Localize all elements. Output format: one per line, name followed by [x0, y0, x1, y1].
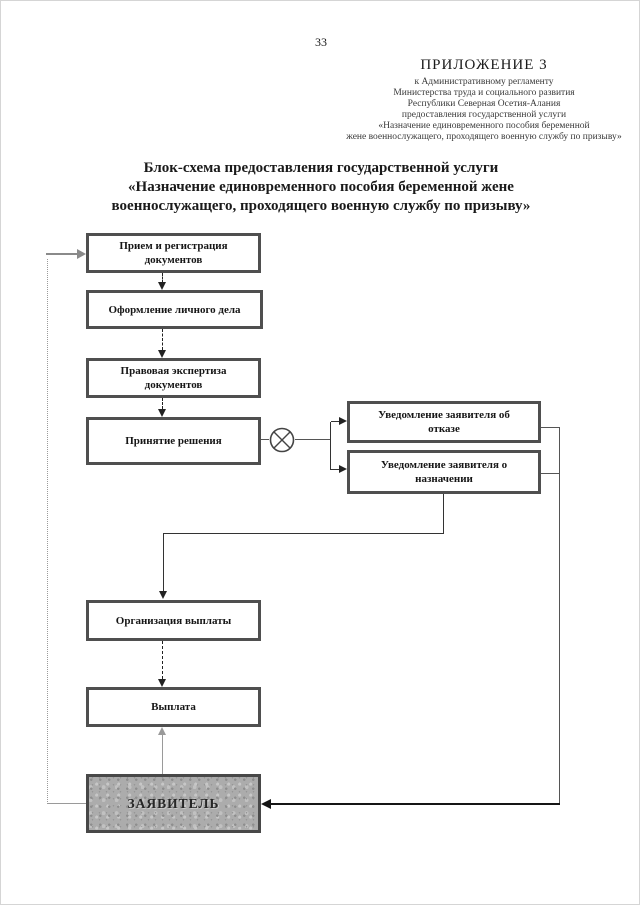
document-title-line: «Назначение единовременного пособия бере…	[128, 179, 514, 195]
node-reception: Прием и регистрация документов	[86, 233, 261, 273]
appendix-block: ПРИЛОЖЕНИЕ 3 к Административному регламе…	[331, 56, 637, 143]
arrowhead-flow-4-icon	[158, 679, 166, 687]
connector-flow-4-line	[162, 641, 163, 679]
document-title-line: Блок-схема предоставления государственно…	[143, 160, 499, 176]
appendix-line: жене военнослужащего, проходящего военну…	[346, 132, 622, 142]
connector-right-return-vertical	[559, 427, 560, 804]
arrowhead-branch-award-icon	[339, 465, 347, 473]
appendix-line: к Административному регламенту	[414, 77, 554, 87]
connector-branch-award-line	[331, 469, 340, 470]
connector-branch-vertical	[330, 422, 331, 470]
connector-award-elbow-down	[443, 494, 444, 533]
node-award-notice: Уведомление заявителя о назначении	[347, 450, 541, 494]
appendix-line: Республики Северная Осетия-Алания	[407, 99, 561, 109]
connector-refusal-to-return	[541, 427, 560, 428]
node-refusal-notice: Уведомление заявителя об отказе	[347, 401, 541, 443]
connector-award-elbow-final	[163, 533, 164, 591]
connector-award-to-return	[541, 473, 560, 474]
appendix-line: Министерства труда и социального развити…	[393, 88, 575, 98]
page-number: 33	[315, 35, 327, 49]
connector-applicant-to-payment-line	[162, 734, 163, 774]
node-payment: Выплата	[86, 687, 261, 727]
appendix-line: «Назначение единовременного пособия бере…	[378, 121, 590, 131]
connector-branch-refusal-line	[331, 421, 340, 422]
node-decision: Принятие решения	[86, 417, 261, 465]
connector-flow-1-line	[162, 273, 163, 283]
arrowhead-flow-2-icon	[158, 350, 166, 358]
arrowhead-applicant-entry-icon	[77, 249, 86, 259]
connector-flow-2-line	[162, 329, 163, 350]
node-applicant: ЗАЯВИТЕЛЬ	[86, 774, 261, 833]
connector-return-to-applicant-line	[270, 803, 560, 805]
appendix-line: предоставления государственной услуги	[401, 110, 567, 120]
connector-feedback-bottom-link	[47, 803, 86, 804]
decision-circle-x-icon	[269, 427, 295, 453]
node-payment-organization: Организация выплаты	[86, 600, 261, 641]
document-title: Блок-схема предоставления государственно…	[1, 159, 639, 216]
arrowhead-flow-1-icon	[158, 282, 166, 290]
arrowhead-return-to-applicant-icon	[261, 799, 271, 809]
connector-decision-right	[295, 439, 330, 440]
connector-flow-3-line	[162, 398, 163, 409]
appendix-lines: к Административному регламенту Министерс…	[331, 77, 637, 143]
arrowhead-award-elbow-icon	[159, 591, 167, 599]
connector-feedback-dotted-line	[47, 259, 48, 804]
connector-decision-left	[261, 439, 269, 440]
arrowhead-applicant-to-payment-icon	[158, 727, 166, 735]
arrowhead-flow-3-icon	[158, 409, 166, 417]
arrowhead-branch-refusal-icon	[339, 417, 347, 425]
connector-award-elbow-across	[163, 533, 444, 534]
connector-applicant-entry-line	[46, 253, 78, 255]
document-title-line: военнослужащего, проходящего военную слу…	[111, 198, 531, 214]
appendix-heading: ПРИЛОЖЕНИЕ 3	[420, 57, 548, 73]
node-personal-file: Оформление личного дела	[86, 290, 263, 329]
node-legal-review: Правовая экспертиза документов	[86, 358, 261, 398]
